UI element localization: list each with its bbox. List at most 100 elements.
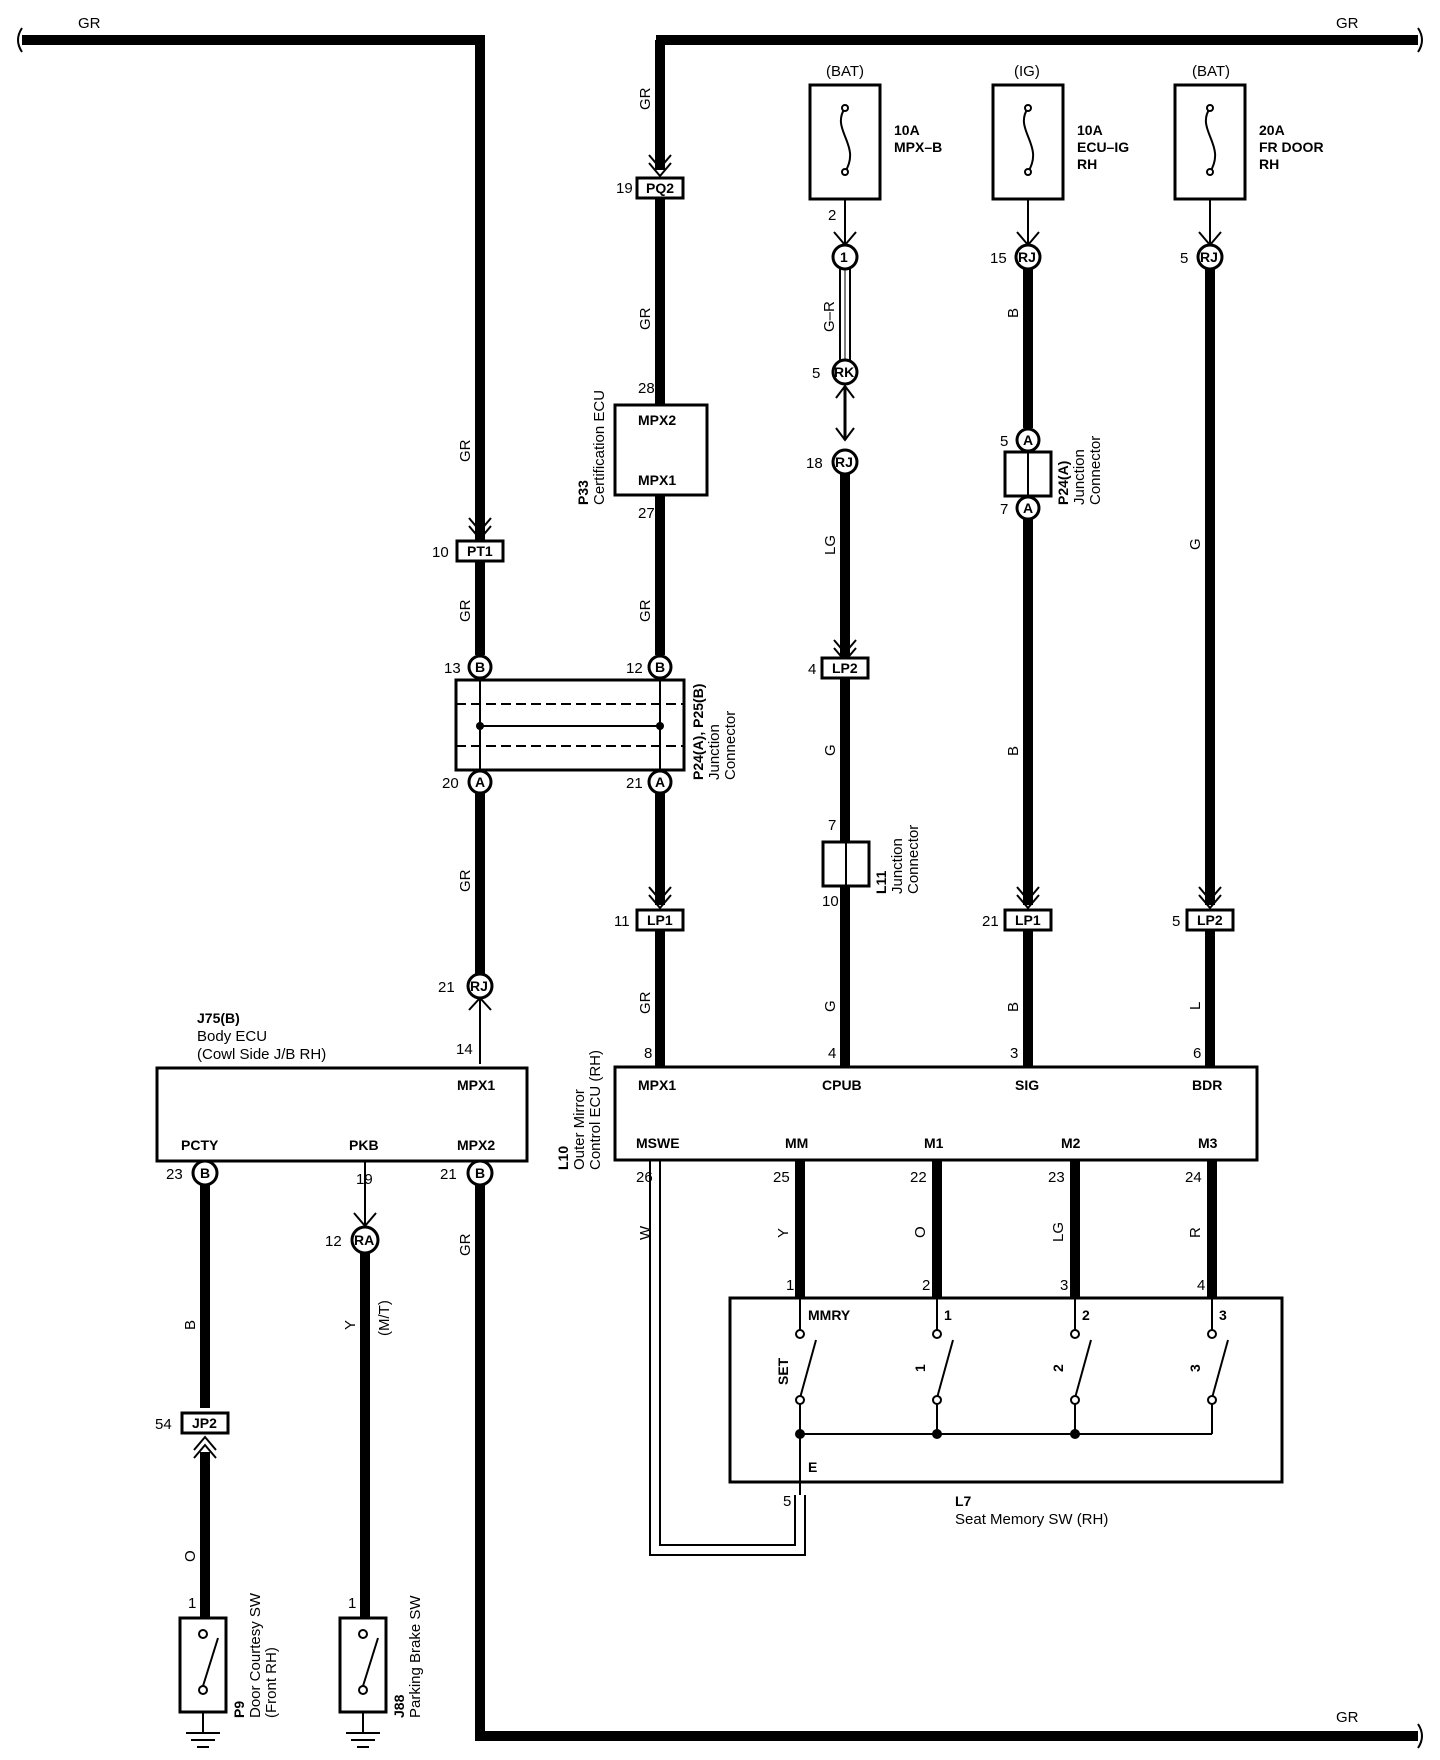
svg-text:2: 2 (922, 1277, 930, 1294)
wire-label: GR (1336, 1709, 1359, 1726)
wire-label: GR (1336, 15, 1359, 32)
svg-text:FR DOOR: FR DOOR (1259, 139, 1324, 155)
svg-text:22: 22 (910, 1169, 927, 1186)
svg-text:BDR: BDR (1192, 1077, 1222, 1093)
component-name: Connector (722, 711, 739, 780)
svg-text:MMRY: MMRY (808, 1307, 851, 1323)
wire-label: G (822, 744, 839, 756)
svg-text:24: 24 (1185, 1169, 1202, 1186)
svg-text:1: 1 (912, 1364, 928, 1372)
wire-label: GR (457, 869, 474, 892)
svg-text:1: 1 (348, 1595, 356, 1612)
pin-number: 11 (614, 913, 630, 930)
pin-number: 4 (828, 1045, 836, 1062)
component-name: Door Courtesy SW (247, 1592, 264, 1718)
svg-text:E: E (808, 1459, 817, 1475)
pin-number: 13 (444, 660, 461, 677)
svg-text:5: 5 (783, 1493, 791, 1510)
svg-text:M3: M3 (1198, 1135, 1218, 1151)
wire-label: G (822, 1000, 839, 1012)
component-name: (Cowl Side J/B RH) (197, 1046, 326, 1063)
svg-text:1: 1 (944, 1307, 952, 1323)
pin-number: 10 (822, 893, 839, 910)
component-code: J88 (391, 1694, 407, 1718)
svg-text:ECU–IG: ECU–IG (1077, 139, 1129, 155)
pin-number: 5 (1180, 250, 1188, 267)
wire-label: G–R (821, 301, 838, 332)
component-name: Connector (905, 825, 922, 894)
svg-text:M1: M1 (924, 1135, 944, 1151)
svg-text:3: 3 (1219, 1307, 1227, 1323)
fuse-ecu-ig-column: (IG) 10A ECU–IG RH RJ 15 B A 5 A 7 P24(A… (982, 63, 1129, 1066)
pin-number: 6 (1193, 1045, 1201, 1062)
svg-text:3: 3 (1060, 1277, 1068, 1294)
svg-text:20A: 20A (1259, 122, 1285, 138)
component-code: L11 (873, 870, 889, 894)
svg-text:MSWE: MSWE (636, 1135, 680, 1151)
svg-text:LP2: LP2 (832, 660, 858, 676)
svg-text:RJ: RJ (1018, 249, 1036, 265)
wire-label: Y (775, 1228, 792, 1238)
component-name: Junction (706, 724, 723, 780)
component-code: P9 (231, 1701, 247, 1718)
svg-text:10A: 10A (1077, 122, 1103, 138)
svg-text:RA: RA (354, 1232, 374, 1248)
wire-label: B (1005, 746, 1022, 756)
svg-text:12: 12 (325, 1233, 342, 1250)
wire-label: GR (457, 1233, 474, 1256)
connector-label: PT1 (467, 543, 493, 559)
pin-number: 28 (638, 380, 655, 397)
component-name: Seat Memory SW (RH) (955, 1511, 1108, 1528)
certification-ecu (613, 403, 709, 497)
wire-label: L (1187, 1002, 1204, 1010)
svg-text:CPUB: CPUB (822, 1077, 862, 1093)
pin-number: 5 (1000, 433, 1008, 450)
component-name: (Front RH) (263, 1647, 280, 1718)
component-code: P33 (575, 480, 591, 505)
wire-label: B (182, 1320, 199, 1330)
svg-text:B: B (475, 1165, 485, 1181)
svg-text:RK: RK (834, 364, 854, 380)
wire-label: LG (822, 535, 839, 555)
pin-number: 10 (432, 544, 449, 561)
connector-jp2 (180, 1411, 230, 1435)
svg-text:RJ: RJ (1200, 249, 1218, 265)
wire-label: O (912, 1226, 929, 1238)
l10-outer-mirror-ecu: MPX1 CPUB SIG BDR MSWE MM M1 M2 M3 L10 O… (555, 1050, 1259, 1170)
l10-to-l7-wires: 26 W 25 Y 1 22 O 2 23 LG 3 24 R 4 (636, 1160, 1217, 1556)
component-code: P24(A), P25(B) (690, 684, 706, 780)
wire-label: O (182, 1550, 199, 1562)
pin-number: 21 (982, 913, 999, 930)
pin-number: 2 (828, 207, 836, 224)
terminal-label: MPX2 (638, 412, 676, 428)
fuse-supply: (BAT) (1192, 63, 1230, 80)
pin-number: 5 (812, 365, 820, 382)
svg-text:54: 54 (155, 1416, 172, 1433)
svg-text:2: 2 (1082, 1307, 1090, 1323)
pin-number: 4 (808, 661, 816, 678)
svg-text:B: B (200, 1165, 210, 1181)
pin-number: 21 (438, 979, 455, 996)
component-name: Outer Mirror (571, 1089, 588, 1170)
svg-text:PCTY: PCTY (181, 1137, 219, 1153)
svg-text:A: A (655, 774, 665, 790)
svg-text:MPX1: MPX1 (457, 1077, 495, 1093)
svg-text:4: 4 (1197, 1277, 1205, 1294)
l7-seat-memory-switch: MMRY 1 2 3 SET 1 2 3 E 5 L7 Sea (728, 1296, 1284, 1528)
fuse-mpx-b-column: (BAT) 10A MPX–B 2 1 G–R RK 5 RJ 18 LG LP… (806, 63, 942, 1066)
wire-label: B (1005, 1002, 1022, 1012)
pin-number: 5 (1172, 913, 1180, 930)
svg-text:JP2: JP2 (192, 1415, 217, 1431)
svg-text:RJ: RJ (470, 978, 488, 994)
component-code: J75(B) (197, 1010, 240, 1026)
connector-label: PQ2 (646, 180, 674, 196)
rj-to-j75: GR RJ 21 14 (438, 793, 494, 1064)
svg-text:A: A (475, 774, 485, 790)
wire-label: G (1187, 538, 1204, 550)
component-code: P24(A) (1055, 461, 1071, 505)
fuse-supply: (BAT) (826, 63, 864, 80)
svg-text:PKB: PKB (349, 1137, 379, 1153)
svg-text:2: 2 (1050, 1364, 1066, 1372)
component-name: Junction (889, 838, 906, 894)
wire-label: GR (637, 307, 654, 330)
